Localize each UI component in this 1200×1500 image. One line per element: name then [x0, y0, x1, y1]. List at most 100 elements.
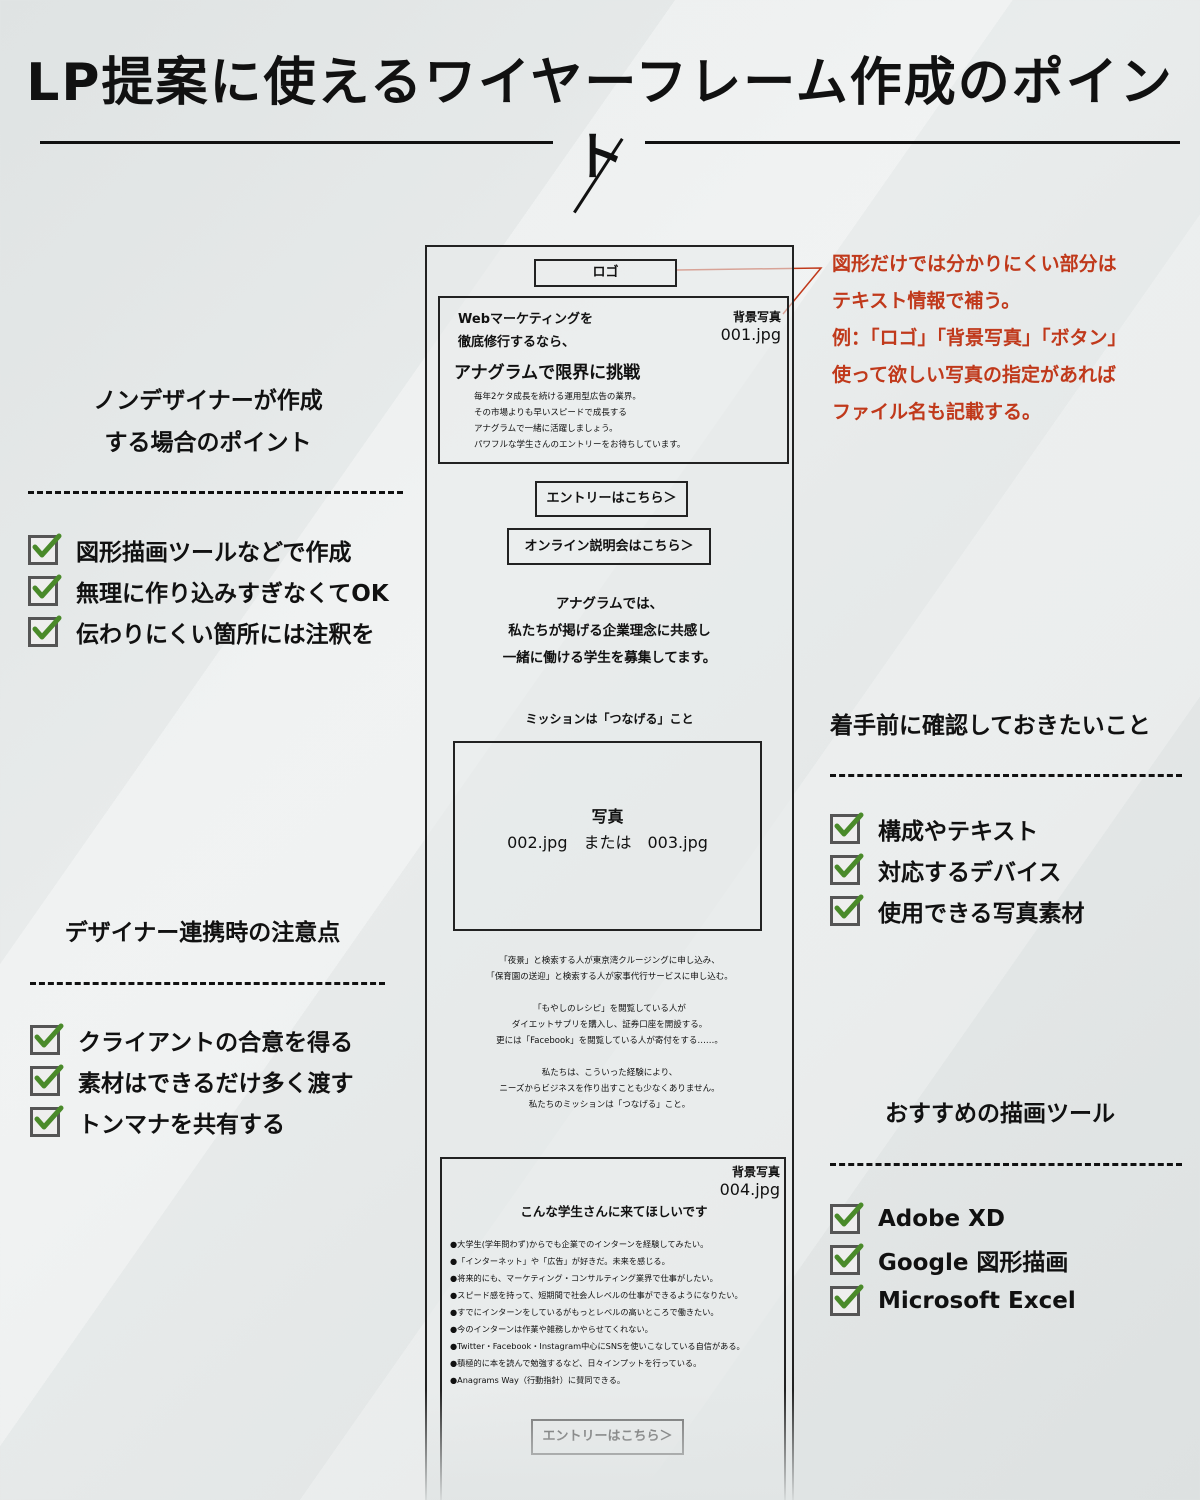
wf-students-item: ●Twitter・Facebook・Instagram中心にSNSを使いこなして… [450, 1341, 745, 1351]
wf-body-line: パワフルな学生さんのエントリーをお待ちしています。 [474, 440, 686, 450]
check-item: 素材はできるだけ多く渡す [30, 1060, 385, 1101]
panel-heading-line2: する場合のポイント [104, 430, 312, 456]
checkbox-icon [830, 1202, 864, 1234]
panel-heading: 着手前に確認しておきたいこと [830, 713, 1151, 739]
check-list: Adobe XD Google 図形描画 Microsoft Excel [830, 1198, 1182, 1321]
wf-intro-line: 私たちが掲げる企業理念に共感し [508, 623, 711, 639]
note-line: ファイル名も記載する。 [832, 401, 1042, 423]
check-item-label: 伝わりにくい箇所には注釈を [76, 621, 375, 648]
wf-mission-line: 更には「Facebook」を閲覧している人が寄付をする……。 [496, 1036, 723, 1046]
wf-students-section: 背景写真 004.jpg こんな学生さんに来てほしいです ●大学生(学年問わず)… [440, 1157, 786, 1500]
wireframe-phone: ロゴ Webマーケティングを 徹底修行するなら、 背景写真 001.jpg アナ… [425, 245, 794, 1500]
checkbox-icon [28, 615, 62, 647]
wf-students-item: ●大学生(学年問わず)からでも企業でのインターンを経験してみたい。 [450, 1239, 709, 1249]
wf-students-list: ●大学生(学年問わず)からでも企業でのインターンを経験してみたい。 ●「インター… [450, 1236, 745, 1389]
wf-mission-line: ダイエットサプリを購入し、証券口座を開設する。 [511, 1020, 708, 1030]
check-item-label: Adobe XD [878, 1205, 1005, 1232]
checkbox-icon [830, 1284, 864, 1316]
checkbox-icon [830, 1243, 864, 1275]
wf-photo-label: 写真 [591, 807, 624, 826]
wf-students-item: ●すでにインターンをしているがもっとレベルの高いところで働きたい。 [450, 1307, 719, 1317]
check-item: クライアントの合意を得る [30, 1019, 385, 1060]
check-item: Adobe XD [830, 1198, 1182, 1239]
dashed-divider [30, 982, 385, 985]
wf-mission-line: 「夜景」と検索する人が東京湾クルージングに申し込み、 [499, 956, 720, 966]
wf-online-button: オンライン説明会はこちら＞ [507, 528, 711, 565]
wf-hero-body: 毎年2ケタ成長を続ける運用型広告の業界。 その市場よりも早いスピードで成長する … [474, 389, 685, 453]
check-item: Google 図形描画 [830, 1239, 1182, 1280]
wf-spacer [427, 1049, 792, 1065]
wf-hero-section: Webマーケティングを 徹底修行するなら、 背景写真 001.jpg アナグラム… [438, 296, 789, 464]
check-item: 無理に作り込みすぎなくてOK [28, 570, 403, 611]
check-item-label: トンマナを共有する [78, 1111, 285, 1138]
page-title: LP提案に使えるワイヤーフレーム作成のポイント [26, 53, 1174, 188]
check-item-label: 無理に作り込みすぎなくてOK [76, 580, 389, 607]
wf-bg-file: 001.jpg [720, 325, 781, 344]
wf-students-item: ●「インターネット」や「広告」が好きだ。未来を感じる。 [450, 1256, 670, 1266]
panel-non-designer: ノンデザイナーが作成 する場合のポイント 図形描画ツールなどで作成 無理に作り込… [28, 380, 403, 652]
title-underline-right [645, 141, 1180, 144]
wf-bg-label: 背景写真 [732, 310, 781, 324]
note-line: 例：「ロゴ」「背景写真」「ボタン」 [832, 327, 1127, 349]
title-underline-left [40, 141, 553, 144]
check-item-label: クライアントの合意を得る [78, 1029, 354, 1056]
check-item: 図形描画ツールなどで作成 [28, 529, 403, 570]
wf-mission-line: 私たちは、こういった経験により、 [541, 1068, 678, 1078]
checkbox-icon [28, 574, 62, 606]
dashed-divider [28, 491, 403, 494]
wf-mission-line: ニーズからビジネスを作り出すことも少なくありません。 [499, 1084, 720, 1094]
wf-photo-placeholder: 写真 002.jpg または 003.jpg [453, 741, 762, 931]
panel-heading: ノンデザイナーが作成 する場合のポイント [28, 380, 388, 464]
wf-students-item: ●将来的にも、マーケティング・コンサルティング業界で仕事がしたい。 [450, 1273, 718, 1283]
wf-photo-files: 002.jpg または 003.jpg [507, 833, 708, 852]
note-line: テキスト情報で補う。 [832, 290, 1021, 312]
checkbox-icon [30, 1023, 64, 1055]
wf-mission-line: 「もやしのレシピ」を閲覧している人が [533, 1004, 686, 1014]
note-line: 使って欲しい写真の指定があれば [832, 364, 1117, 386]
wf-hero-bg-note: 背景写真 001.jpg [721, 308, 781, 344]
check-item-label: 図形描画ツールなどで作成 [76, 539, 352, 566]
wf-entry-button-bottom: エントリーはこちら＞ [531, 1419, 684, 1455]
wf-students-bg-note: 背景写真 004.jpg [720, 1163, 780, 1199]
wf-spacer [427, 985, 792, 1001]
wf-intro-line: 一緒に働ける学生を募集してます。 [502, 650, 717, 666]
check-list: 図形描画ツールなどで作成 無理に作り込みすぎなくてOK 伝わりにくい箇所には注釈… [28, 529, 403, 652]
check-item: 構成やテキスト [830, 808, 1182, 849]
check-list: クライアントの合意を得る 素材はできるだけ多く渡す トンマナを共有する [30, 1019, 385, 1142]
checkbox-icon [830, 853, 864, 885]
wf-mission-line: 「保育園の送迎」と検索する人が家事代行サービスに申し込む。 [486, 972, 733, 982]
checkbox-icon [30, 1105, 64, 1137]
note-line: 図形だけでは分かりにくい部分は [832, 253, 1117, 275]
wf-bg-file: 004.jpg [719, 1180, 780, 1199]
check-item-label: Google 図形描画 [878, 1249, 1069, 1276]
wf-hero-lead-line: 徹底修行するなら、 [458, 335, 576, 350]
checkbox-icon [30, 1064, 64, 1096]
check-item: Microsoft Excel [830, 1280, 1182, 1321]
wf-body-line: その市場よりも早いスピードで成長する [474, 408, 627, 418]
checkbox-icon [830, 894, 864, 926]
wf-mission-line: 私たちのミッションは「つなげる」こと。 [528, 1100, 691, 1110]
wf-hero-lead: Webマーケティングを 徹底修行するなら、 [458, 308, 593, 354]
wf-hero-lead-line: Webマーケティングを [458, 312, 593, 327]
check-list: 構成やテキスト 対応するデバイス 使用できる写真素材 [830, 808, 1182, 931]
check-item: 使用できる写真素材 [830, 890, 1182, 931]
wf-students-heading: こんな学生さんに来てほしいです [520, 1204, 708, 1219]
check-item-label: 対応するデバイス [878, 859, 1062, 886]
dashed-divider [830, 1163, 1182, 1166]
panel-recommended-tools: おすすめの描画ツール Adobe XD Google 図形描画 Microsof… [830, 1093, 1182, 1321]
wf-mission-heading: ミッションは「つなげる」こと [525, 712, 694, 726]
checkbox-icon [28, 533, 62, 565]
wf-bg-label: 背景写真 [731, 1165, 780, 1179]
panel-heading: デザイナー連携時の注意点 [64, 920, 341, 946]
checkbox-icon [830, 812, 864, 844]
check-item-label: 素材はできるだけ多く渡す [78, 1070, 354, 1097]
wf-intro: アナグラムでは、 私たちが掲げる企業理念に共感し 一緒に働ける学生を募集してます… [427, 591, 792, 672]
wf-hero-headline: アナグラムで限界に挑戦 [454, 363, 641, 383]
dashed-divider [830, 774, 1182, 777]
check-item-label: Microsoft Excel [878, 1287, 1076, 1314]
wf-logo-box: ロゴ [534, 259, 677, 287]
wf-body-line: 毎年2ケタ成長を続ける運用型広告の業界。 [474, 392, 641, 402]
wf-entry-button: エントリーはこちら＞ [535, 481, 688, 517]
panel-designer: デザイナー連携時の注意点 クライアントの合意を得る 素材はできるだけ多く渡す ト… [30, 912, 385, 1142]
check-item-label: 構成やテキスト [878, 818, 1039, 845]
